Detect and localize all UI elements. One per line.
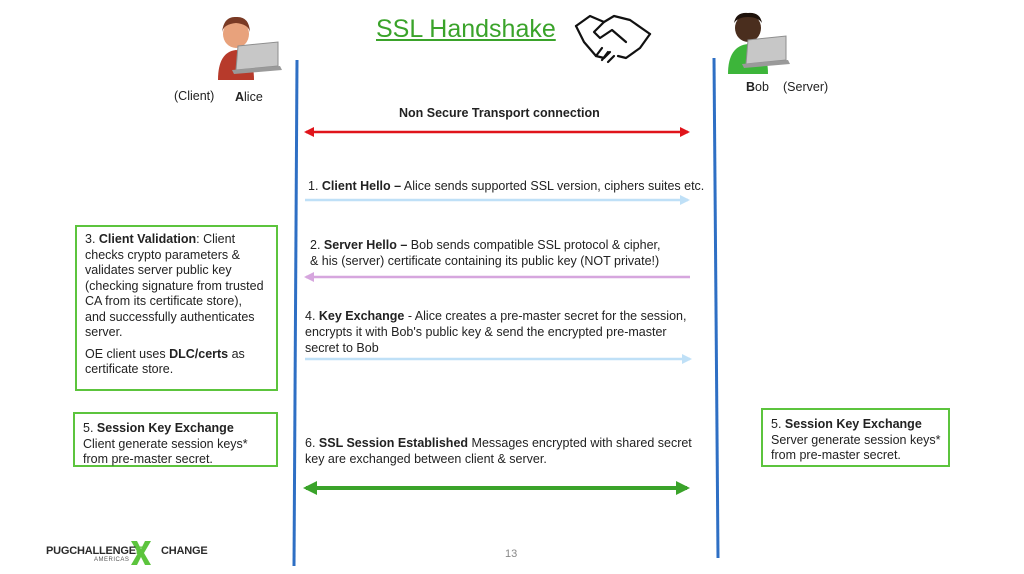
step-key-exchange-text1: - Alice creates a pre-master secret for … bbox=[407, 309, 687, 323]
server-session-key-line2: from pre-master secret. bbox=[771, 448, 901, 462]
step-key-exchange-title: Key Exchange bbox=[318, 309, 405, 323]
client-name-label: Alice bbox=[235, 90, 263, 104]
step-client-hello-title: Client Hello – bbox=[321, 179, 402, 193]
step-key-exchange-line1: 4. Key Exchange - Alice creates a pre-ma… bbox=[305, 309, 687, 323]
server-name-initial: B bbox=[746, 80, 756, 94]
pug-challenge-logo: PUGCHALLENGEEXCHANGE bbox=[46, 545, 208, 557]
bob-user-laptop-icon bbox=[728, 12, 790, 74]
client-session-key-title: Session Key Exchange bbox=[96, 421, 234, 435]
step-session-title: SSL Session Established bbox=[318, 436, 469, 450]
logo-x-mark bbox=[131, 541, 151, 565]
client-name-rest: lice bbox=[244, 90, 263, 104]
client-session-key-line2: from pre-master secret. bbox=[83, 452, 213, 466]
step-server-hello-line1: 2. Server Hello – Bob sends compatible S… bbox=[310, 238, 661, 252]
slide-title: SSL Handshake bbox=[376, 15, 556, 43]
step-client-hello: 1. Client Hello – Alice sends supported … bbox=[308, 178, 704, 194]
logo-part2: E bbox=[135, 545, 144, 557]
logo-sub: AMERICAS bbox=[94, 557, 130, 563]
client-validation-note-prefix: OE client uses bbox=[85, 346, 170, 361]
client-session-key-box: 5. Session Key Exchange Client generate … bbox=[73, 412, 278, 467]
step-key-exchange-line3: secret to Bob bbox=[305, 341, 379, 355]
client-validation-title: Client Validation bbox=[98, 232, 197, 246]
client-validation-note-suffix: as bbox=[228, 346, 245, 361]
client-validation-text0: : Client bbox=[196, 232, 236, 246]
logo-part1: PUGCHALLENGE bbox=[46, 545, 136, 557]
server-session-key-box: 5. Session Key Exchange Server generate … bbox=[761, 408, 950, 467]
alice-user-laptop-icon bbox=[218, 16, 282, 80]
step-server-hello-line2: & his (server) certificate containing it… bbox=[310, 254, 660, 268]
page-number: 13 bbox=[505, 548, 518, 560]
client-validation-box: 3. Client Validation: Client checks cryp… bbox=[75, 225, 278, 391]
logo-part4: CHANGE bbox=[161, 545, 208, 557]
step-client-hello-num: 1 bbox=[308, 179, 315, 193]
step-server-hello-text1: Bob sends compatible SSL protocol & ciph… bbox=[410, 238, 661, 252]
client-name-initial: A bbox=[235, 90, 245, 104]
step-server-hello: 2. Server Hello – Bob sends compatible S… bbox=[310, 237, 660, 269]
step-key-exchange-num: 4 bbox=[305, 309, 312, 323]
step-server-hello-num: 2 bbox=[310, 238, 317, 252]
step-session-established: 6. SSL Session Established Messages encr… bbox=[305, 435, 692, 467]
server-session-key-line1: Server generate session keys* bbox=[771, 432, 941, 447]
client-validation-line1: checks crypto parameters & bbox=[85, 247, 240, 262]
client-validation-num: 3 bbox=[85, 232, 92, 246]
server-timeline bbox=[712, 57, 720, 559]
client-validation-line0: 3. Client Validation: Client bbox=[85, 232, 236, 246]
step-client-hello-text: Alice sends supported SSL version, ciphe… bbox=[403, 179, 705, 193]
client-validation-note-line2: certificate store. bbox=[85, 362, 174, 376]
step-server-hello-title: Server Hello – bbox=[323, 238, 408, 252]
server-name-rest: ob bbox=[755, 80, 769, 94]
server-session-key-title: Session Key Exchange bbox=[784, 417, 922, 431]
client-role-label: (Client) bbox=[174, 89, 215, 103]
handshake-icon bbox=[574, 14, 652, 64]
client-validation-line4: CA from its certificate store), bbox=[85, 294, 242, 308]
client-validation-line5: and successfully authenticates bbox=[85, 309, 255, 324]
step-key-exchange-line2: encrypts it with Bob's public key & send… bbox=[305, 325, 667, 339]
transport-label: Non Secure Transport connection bbox=[399, 106, 600, 120]
client-session-key-line1: Client generate session keys* bbox=[83, 436, 248, 451]
client-timeline bbox=[292, 59, 299, 567]
server-role-label: (Server) bbox=[783, 80, 829, 94]
client-validation-line3: (checking signature from trusted bbox=[85, 278, 264, 293]
step-session-num: 6 bbox=[305, 436, 312, 450]
step-session-line1: 6. SSL Session Established Messages encr… bbox=[305, 436, 692, 450]
server-name-label: Bob bbox=[746, 80, 769, 94]
client-validation-line2: validates server public key bbox=[85, 263, 232, 277]
client-session-key-num: 5 bbox=[83, 421, 90, 435]
client-validation-note: OE client uses DLC/certs as bbox=[85, 347, 270, 363]
step-session-line2: key are exchanged between client & serve… bbox=[305, 452, 547, 466]
step-session-text1: Messages encrypted with shared secret bbox=[471, 436, 692, 450]
server-session-key-num: 5 bbox=[771, 417, 778, 431]
server-session-key-line0: 5. Session Key Exchange bbox=[771, 417, 922, 431]
client-session-key-line0: 5. Session Key Exchange bbox=[83, 421, 234, 435]
step-client-hello-line: 1. Client Hello – Alice sends supported … bbox=[308, 179, 705, 193]
client-validation-line6: server. bbox=[85, 325, 123, 339]
client-validation-note-bold: DLC/certs bbox=[169, 346, 229, 361]
step-key-exchange: 4. Key Exchange - Alice creates a pre-ma… bbox=[305, 308, 686, 356]
